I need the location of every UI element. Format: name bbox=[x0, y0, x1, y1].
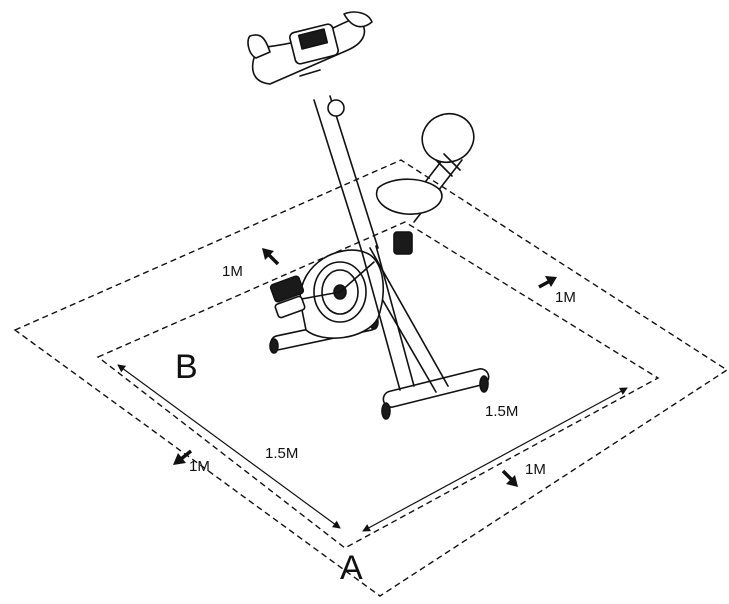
length-label-right: 1.5M bbox=[485, 403, 519, 420]
exercise-bike-illustration bbox=[247, 11, 490, 420]
clearance-label-back-left: 1M bbox=[222, 263, 243, 280]
clearance-arrow-left bbox=[262, 248, 280, 266]
length-label-left: 1.5M bbox=[265, 445, 299, 462]
point-b-label: B bbox=[175, 348, 198, 386]
clearance-label-back-right: 1M bbox=[555, 289, 576, 306]
clearance-label-front-left: 1M bbox=[189, 458, 210, 475]
dimension-line-left bbox=[117, 364, 341, 529]
clearance-arrow-right bbox=[538, 276, 557, 289]
point-a-label: A bbox=[340, 549, 363, 587]
clearance-arrow-front-left bbox=[173, 449, 193, 465]
dimension-line-right bbox=[362, 387, 628, 532]
clearance-arrow-front-right bbox=[501, 469, 518, 487]
clearance-label-front-right: 1M bbox=[525, 461, 546, 478]
